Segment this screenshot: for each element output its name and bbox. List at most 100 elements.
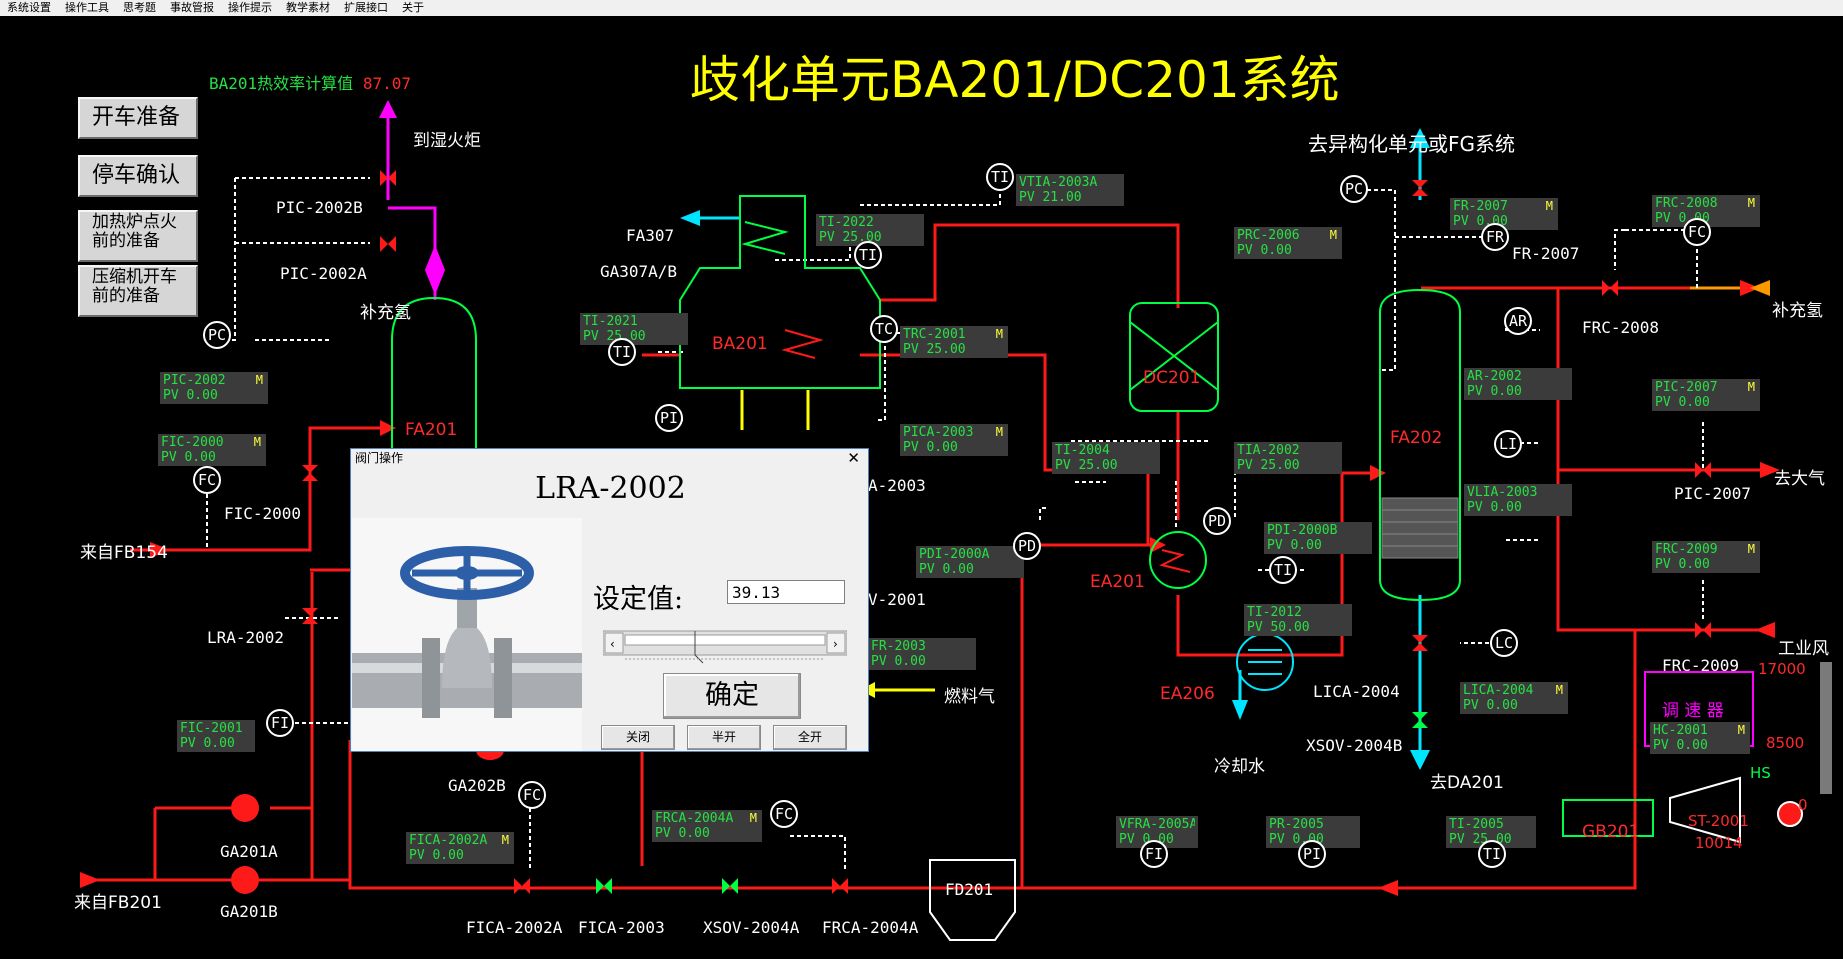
label-pic2002a: PIC-2002A	[280, 264, 367, 283]
close-valve-button[interactable]: 关闭	[601, 725, 675, 750]
efficiency-value: 87.07	[362, 74, 411, 93]
ea201-exchanger	[1149, 531, 1207, 589]
label-st-speed: 10014	[1695, 834, 1743, 852]
efficiency-readout: BA201热效率计算值 87.07	[209, 70, 411, 94]
fa202-packing	[1381, 497, 1459, 559]
scale-mid: 8500	[1766, 734, 1805, 752]
label-fr2007: FR-2007	[1512, 244, 1580, 263]
instrument-bubble[interactable]: FC	[193, 466, 221, 494]
instrument-bubble[interactable]: FC	[1683, 218, 1711, 246]
svg-text:LC: LC	[1495, 634, 1513, 652]
menu-system-settings[interactable]: 系统设置	[7, 1, 51, 14]
ok-button[interactable]: 确定	[663, 673, 801, 719]
svg-text:TC: TC	[875, 320, 893, 338]
instrument-bubble[interactable]: PC	[1340, 175, 1368, 203]
instrument-bubble[interactable]: FI	[266, 709, 294, 737]
menu-about[interactable]: 关于	[402, 1, 424, 14]
half-open-button[interactable]: 半开	[687, 725, 761, 750]
label-fa201: FA201	[405, 420, 458, 440]
instrument-bubble[interactable]: TI	[608, 338, 636, 366]
label-h2-add: 补充氢	[360, 303, 411, 323]
svg-text:PI: PI	[1303, 845, 1321, 863]
svg-text:TI: TI	[859, 246, 877, 264]
instrument-bubble[interactable]: TI	[1269, 556, 1297, 584]
svg-text:TI: TI	[991, 168, 1009, 186]
menu-incident[interactable]: 事故管报	[170, 1, 214, 14]
label-ea201: EA201	[1090, 572, 1145, 592]
instrument-bubble[interactable]: FR	[1481, 223, 1509, 251]
valve-icon	[352, 546, 582, 718]
menu-extension[interactable]: 扩展接口	[344, 1, 388, 14]
instrument-bubble[interactable]: PD	[1203, 507, 1231, 535]
onoff-valves	[596, 712, 1428, 894]
instrument-bubble[interactable]: FC	[518, 781, 546, 809]
label-lica2004: LICA-2004	[1313, 682, 1400, 701]
instrument-bubble[interactable]: PC	[203, 321, 231, 349]
valve-slider[interactable]: ‹ ›	[603, 625, 847, 673]
menu-questions[interactable]: 思考题	[123, 1, 156, 14]
label-xsov2004b: XSOV-2004B	[1306, 736, 1403, 755]
set-value-input[interactable]	[727, 580, 845, 604]
label-fica2003: FICA-2003	[578, 918, 665, 937]
label-ba201: BA201	[712, 334, 768, 354]
label-ga202b: GA202B	[448, 776, 506, 795]
start-prep-button[interactable]: 开车准备	[78, 97, 198, 139]
svg-text:AR: AR	[1509, 312, 1528, 330]
instrument-bubble[interactable]: LC	[1490, 629, 1518, 657]
menu-hints[interactable]: 操作提示	[228, 1, 272, 14]
menu-tools[interactable]: 操作工具	[65, 1, 109, 14]
dc201-reactor	[1129, 302, 1219, 412]
label-ga201b: GA201B	[220, 902, 278, 921]
instrument-bubble[interactable]: PD	[1013, 532, 1041, 560]
svg-text:FC: FC	[775, 805, 793, 823]
label-to-isom: 去异构化单元或FG系统	[1308, 132, 1516, 156]
menu-bar: 系统设置 操作工具 思考题 事故管报 操作提示 教学素材 扩展接口 关于	[0, 0, 1843, 16]
instrument-bubble[interactable]: LI	[1494, 430, 1522, 458]
instrument-bubble[interactable]: PI	[655, 404, 683, 432]
instrument-bubble[interactable]: TI	[1478, 840, 1506, 868]
instrument-bubble[interactable]: AR	[1504, 307, 1532, 335]
compressor-prep-button[interactable]: 压缩机开车 前的准备	[78, 265, 198, 317]
full-open-button[interactable]: 全开	[773, 725, 847, 750]
svg-text:FI: FI	[271, 714, 289, 732]
instrument-bubble[interactable]: TI	[986, 163, 1014, 191]
instrument-bubble[interactable]: PI	[1298, 840, 1326, 868]
close-icon[interactable]: ✕	[847, 449, 860, 467]
speed-scale-bar	[1820, 662, 1832, 794]
h2-arrow-icon	[1750, 280, 1770, 296]
label-h2-add2: 补充氢	[1772, 301, 1823, 321]
stop-confirm-button[interactable]: 停车确认	[78, 155, 198, 197]
valve-image	[352, 518, 582, 751]
instrument-bubble[interactable]: TC	[870, 315, 898, 343]
instrument-bubble[interactable]: FC	[770, 800, 798, 828]
instrument-bubble[interactable]: FI	[1140, 840, 1168, 868]
instrument-bubble[interactable]: TI	[854, 241, 882, 269]
menu-materials[interactable]: 教学素材	[286, 1, 330, 14]
heater-prep-button[interactable]: 加热炉点火 前的准备	[78, 210, 198, 262]
